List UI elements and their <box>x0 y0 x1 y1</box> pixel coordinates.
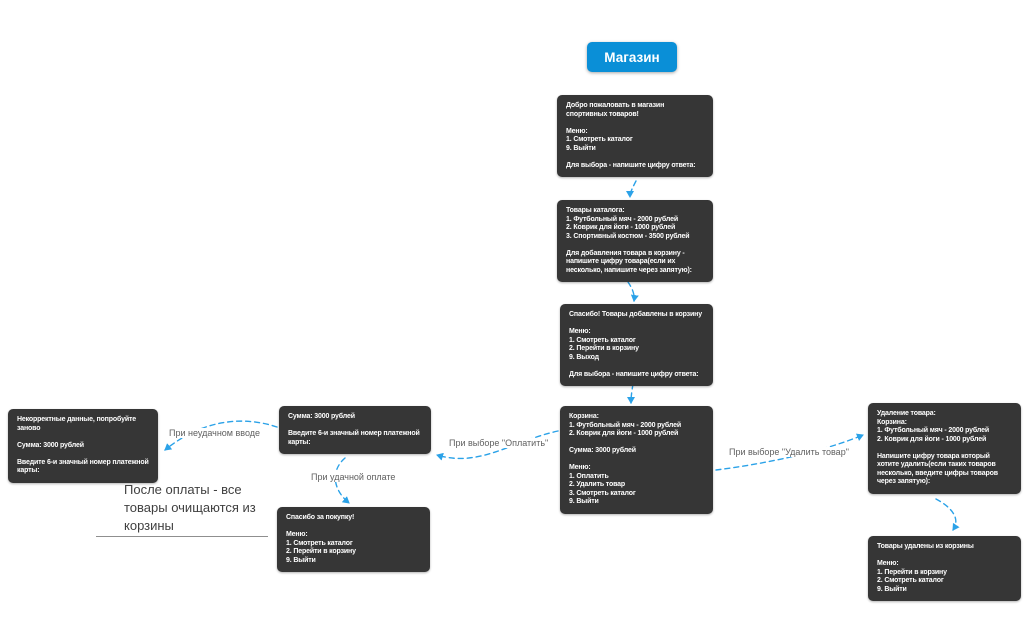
edge-label-invalid-input[interactable]: При неудачном вводе <box>167 428 263 438</box>
edge-label-pay-choice[interactable]: При выборе "Оплатить" <box>447 438 551 448</box>
connector-welcome-catalog[interactable] <box>626 180 637 198</box>
node-items-deleted[interactable]: Товары удалены из корзины Меню: 1. Перей… <box>868 536 1021 601</box>
edge-label-delete-choice[interactable]: При выборе "Удалить товар" <box>727 447 851 457</box>
node-purchase-thanks[interactable]: Спасибо за покупку! Меню: 1. Смотреть ка… <box>277 507 430 572</box>
node-welcome-message[interactable]: Добро пожаловать в магазин спортивных то… <box>557 95 713 177</box>
note-underline <box>96 536 268 537</box>
edge-label-pay-success[interactable]: При удачной оплате <box>309 472 398 482</box>
node-delete-item[interactable]: Удаление товара: Корзина: 1. Футбольный … <box>868 403 1021 494</box>
node-invalid-input[interactable]: Некорректные данные, попробуйте заново С… <box>8 409 158 483</box>
root-topic-shop[interactable]: Магазин <box>587 42 677 72</box>
node-catalog-list[interactable]: Товары каталога: 1. Футбольный мяч - 200… <box>557 200 713 282</box>
floating-note-cart-cleared[interactable]: После оплаты - все товары очищаются из к… <box>124 482 256 533</box>
connector-catalog-added[interactable] <box>627 281 639 302</box>
node-payment-prompt[interactable]: Сумма: 3000 рублей Введите 6-и значный н… <box>279 406 431 454</box>
node-added-to-cart[interactable]: Спасибо! Товары добавлены в корзину Меню… <box>560 304 713 386</box>
connector-added-cart[interactable] <box>627 383 636 404</box>
connector-delete-deleted[interactable] <box>935 498 960 531</box>
node-cart[interactable]: Корзина: 1. Футбольный мяч - 2000 рублей… <box>560 406 713 514</box>
